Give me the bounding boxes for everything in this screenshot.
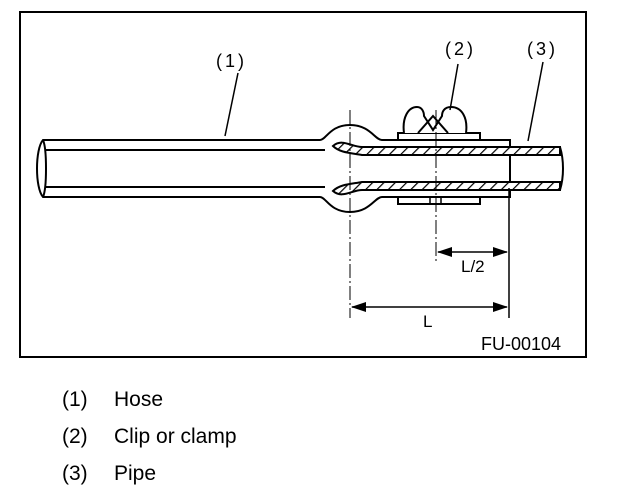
callout-hose: (1) bbox=[216, 51, 247, 71]
dimension-full bbox=[351, 302, 508, 312]
legend-item-pipe: (3)Pipe bbox=[62, 462, 157, 485]
dimension-full-label: L bbox=[423, 312, 432, 331]
legend: (1)Hose (2)Clip or clamp (3)Pipe bbox=[62, 386, 237, 497]
callout-clip: (2) bbox=[445, 39, 476, 59]
dimension-half-label: L/2 bbox=[461, 257, 485, 276]
figure-code: FU-00104 bbox=[481, 334, 561, 354]
legend-item-clip: (2)Clip or clamp bbox=[62, 425, 237, 448]
legend-item-hose: (1)Hose bbox=[62, 388, 164, 411]
pipe bbox=[331, 141, 564, 196]
hose-connection-diagram: L/2 L (1) (2) (3) FU-00104 bbox=[19, 11, 587, 358]
clamp bbox=[397, 105, 481, 205]
callout-pipe: (3) bbox=[527, 39, 558, 59]
dimension-half bbox=[437, 247, 508, 257]
figure-frame bbox=[19, 11, 587, 358]
